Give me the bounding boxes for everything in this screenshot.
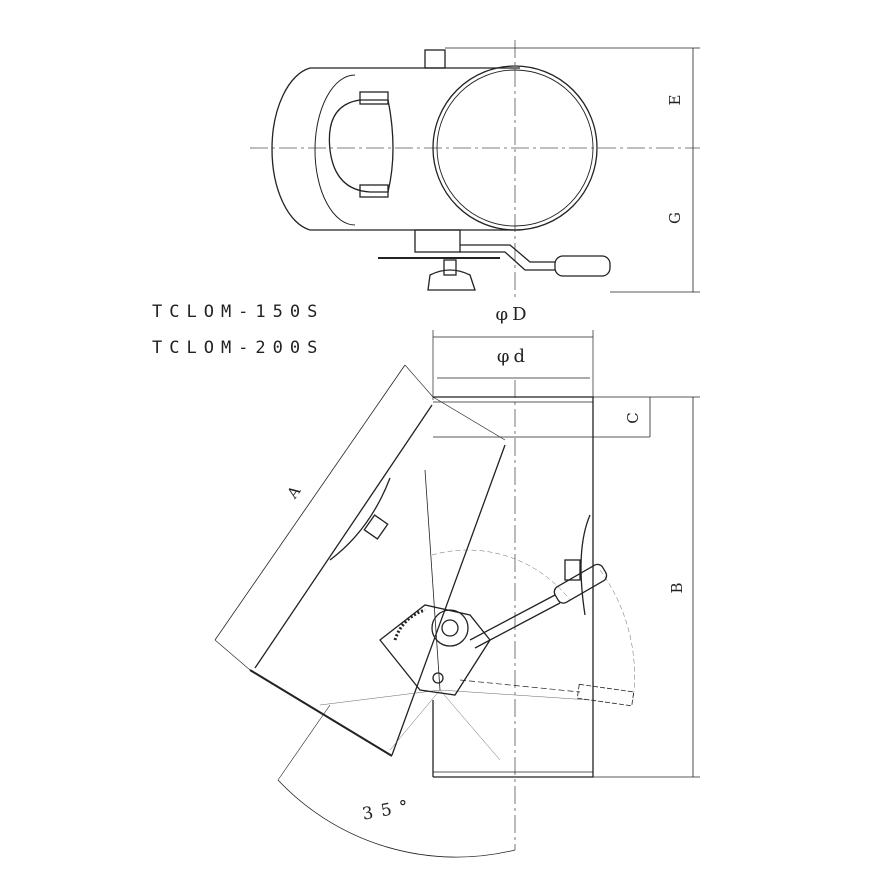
model-label-150s: TCLOM-150S: [152, 302, 325, 322]
model-label-200s: TCLOM-200S: [152, 338, 325, 358]
clamp-handle: [328, 99, 394, 193]
lock-knob-side: [431, 609, 469, 647]
top-view: [250, 40, 700, 300]
branch-clamp: [329, 477, 391, 561]
dim-label-E: E: [666, 95, 684, 106]
lever-grip-side: [553, 563, 608, 604]
side-cylinder-end: [271, 67, 311, 231]
main-tube: [433, 396, 594, 778]
body-edges: [310, 67, 520, 231]
side-view: [214, 330, 700, 858]
top-nub: [424, 49, 446, 69]
dim-label-D: φD: [495, 304, 530, 325]
lever: [469, 594, 561, 649]
angle-arc: [277, 779, 516, 858]
dim-label-A: A: [283, 482, 305, 502]
dim-label-G: G: [666, 212, 684, 224]
dim-A-line: [214, 364, 406, 641]
clamp-top: [359, 91, 389, 105]
angle-label: 35°: [361, 796, 418, 825]
branch-tube: [254, 404, 506, 756]
dim-label-B: B: [668, 582, 686, 593]
dim-label-d: φd: [497, 346, 529, 367]
lever-grip: [554, 255, 611, 277]
lever-arm: [460, 244, 555, 271]
shaft-block: [414, 229, 461, 253]
clamp-bottom: [359, 184, 389, 198]
duct-outer-circle: [432, 65, 598, 231]
dim-label-C: C: [624, 412, 642, 423]
lock-knob: [427, 269, 476, 291]
branch-flange: [249, 669, 393, 757]
